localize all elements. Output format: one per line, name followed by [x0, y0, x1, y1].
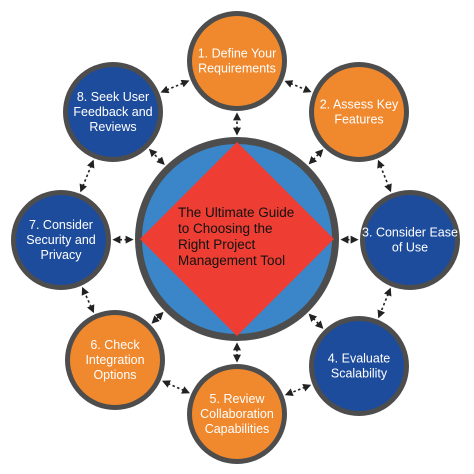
node-label-line: 6. Check	[90, 338, 140, 352]
node-label-line: 3. Consider Ease	[362, 226, 458, 240]
node-fill	[365, 195, 455, 285]
node-label-line: Capabilities	[205, 422, 270, 436]
node-fill	[68, 67, 158, 157]
node-label-line: Integration	[85, 353, 144, 367]
spoke-connector	[308, 313, 324, 329]
node-label-line: 8. Seek User	[77, 90, 149, 104]
node-fill	[314, 67, 404, 157]
node-fill	[16, 195, 106, 285]
ring-connector	[284, 384, 312, 396]
ring-connector	[162, 380, 190, 394]
node-label-line: Security and	[26, 233, 96, 247]
node-label-line: 5. Review	[210, 392, 266, 406]
node-label-line: Scalability	[331, 367, 388, 381]
node-label-line: 4. Evaluate	[328, 352, 391, 366]
node-label-line: Options	[93, 368, 136, 382]
node-label-line: Features	[334, 113, 383, 127]
ring-connector	[81, 286, 95, 314]
node-fill	[70, 315, 160, 405]
spoke-connector	[151, 311, 164, 324]
node-label-line: 7. Consider	[29, 218, 93, 232]
center-title-line: Right Project	[178, 237, 256, 252]
center-title-line: to Choosing the	[178, 221, 273, 236]
connectors	[79, 79, 392, 396]
center-title-line: The Ultimate Guide	[178, 205, 294, 220]
node-label-line: Feedback and	[73, 105, 152, 119]
node-label-line: 1. Define Your	[198, 47, 277, 61]
node-label-line: of Use	[392, 241, 428, 255]
node-label-line: Privacy	[41, 248, 83, 262]
spoke-connector	[308, 149, 324, 165]
node-label-line: Reviews	[89, 120, 136, 134]
center-diamond	[140, 142, 334, 336]
spoke-connector	[148, 148, 165, 166]
node-label-line: Requirements	[198, 62, 276, 76]
node-fill	[192, 16, 282, 106]
ring-connector	[79, 159, 95, 193]
ring-connector	[377, 159, 392, 193]
node-fill	[192, 369, 282, 459]
node-fill	[314, 321, 404, 411]
ring-connector	[284, 80, 312, 93]
node-label-line: 2. Assess Key	[320, 98, 399, 112]
center-title-line: Management Tool	[178, 253, 285, 268]
ring-connector	[160, 79, 190, 94]
node-label-line: Collaboration	[200, 407, 274, 421]
ring-connector	[377, 287, 392, 319]
